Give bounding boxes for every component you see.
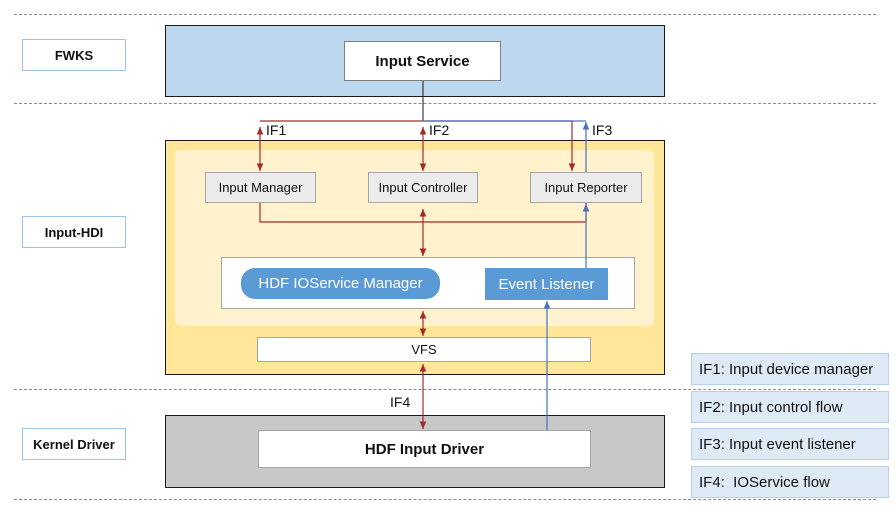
if2-label: IF2 bbox=[429, 122, 450, 138]
separator-top bbox=[14, 14, 876, 15]
legend-if2: IF2: Input control flow bbox=[691, 391, 889, 423]
hdf-ioservice-manager-box: HDF IOService Manager bbox=[241, 268, 440, 299]
layer-label-input-hdi: Input-HDI bbox=[22, 216, 126, 248]
separator-hdi-kernel bbox=[14, 389, 876, 390]
event-listener-box: Event Listener bbox=[485, 268, 608, 300]
if3-label: IF3 bbox=[592, 122, 613, 138]
input-reporter-box: Input Reporter bbox=[530, 172, 642, 203]
hdf-input-driver-box: HDF Input Driver bbox=[258, 430, 591, 468]
if1-label: IF1 bbox=[266, 122, 287, 138]
separator-fwks-hdi bbox=[14, 103, 876, 104]
layer-label-kernel-driver: Kernel Driver bbox=[22, 428, 126, 460]
vfs-box: VFS bbox=[257, 337, 591, 362]
input-controller-box: Input Controller bbox=[368, 172, 478, 203]
layer-label-fwks: FWKS bbox=[22, 39, 126, 71]
if4-label: IF4 bbox=[390, 394, 411, 410]
legend-if1: IF1: Input device manager bbox=[691, 353, 889, 385]
input-manager-box: Input Manager bbox=[205, 172, 316, 203]
separator-bottom bbox=[14, 499, 876, 500]
legend-if4: IF4: IOService flow bbox=[691, 466, 889, 498]
input-service-box: Input Service bbox=[344, 41, 501, 81]
legend-if3: IF3: Input event listener bbox=[691, 428, 889, 460]
